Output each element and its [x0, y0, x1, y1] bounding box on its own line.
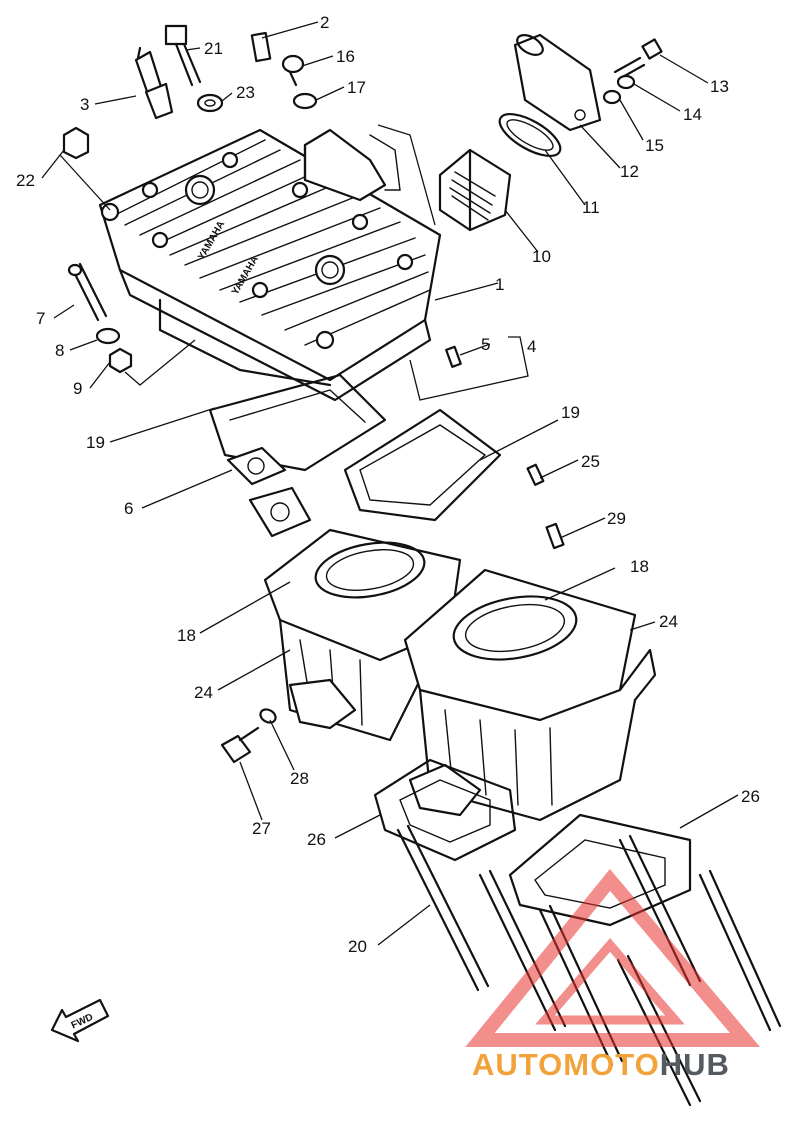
- callout-9: 9: [73, 379, 82, 398]
- callout-24-left: 24: [194, 683, 213, 702]
- callout-11: 11: [582, 198, 600, 217]
- head-gasket-right: [343, 408, 502, 522]
- stud-7: [67, 262, 108, 322]
- washer-17: [292, 92, 318, 110]
- watermark-triangle: [465, 869, 761, 1047]
- head-gasket-left: [208, 373, 387, 472]
- callout-19-left: 19: [86, 433, 105, 452]
- callout-10: 10: [532, 247, 551, 266]
- fwd-arrow: FWD: [50, 998, 110, 1043]
- watermark-text-primary: AUTOMOTO: [472, 1047, 660, 1082]
- watermark-text-secondary: HUB: [660, 1047, 730, 1082]
- washer-23: [196, 93, 224, 113]
- callout-13: 13: [710, 77, 729, 96]
- callout-3: 3: [80, 95, 89, 114]
- callout-6: 6: [124, 499, 133, 518]
- callout-17: 17: [347, 78, 366, 97]
- callout-5: 5: [481, 335, 490, 354]
- base-gasket-right: [508, 813, 692, 927]
- callout-26-right: 26: [741, 787, 760, 806]
- base-gasket-left: [373, 758, 517, 862]
- callout-29: 29: [607, 509, 626, 528]
- callout-21: 21: [204, 39, 223, 58]
- thermostat-gasket: [498, 113, 562, 157]
- callout-15: 15: [645, 136, 664, 155]
- washer-28: [259, 708, 277, 724]
- nut-9: [108, 347, 133, 374]
- callout-28: 28: [290, 769, 309, 788]
- callout-1: 1: [495, 275, 504, 294]
- watermark-text: AUTOMOTOHUB: [472, 1047, 730, 1082]
- washer-15: [602, 89, 622, 105]
- callout-24-right: 24: [659, 612, 678, 631]
- callout-labels: 1 2 3 4 5 6 7 8 9 10 11 12 13 14 15 16 1…: [16, 13, 760, 956]
- cylinder-left: [263, 528, 462, 742]
- callout-25: 25: [581, 452, 600, 471]
- callout-7: 7: [36, 309, 45, 328]
- dowel-pin-5: [445, 345, 462, 368]
- callout-2: 2: [320, 13, 329, 32]
- callout-18-right: 18: [630, 557, 649, 576]
- gasket-6: [226, 446, 312, 538]
- bleed-bolt-29: [545, 522, 565, 550]
- callout-12: 12: [620, 162, 639, 181]
- leader-lines: [41, 21, 739, 946]
- callout-27: 27: [252, 819, 271, 838]
- thermostat-cover: [513, 33, 602, 132]
- callout-4: 4: [527, 337, 536, 356]
- water-outlet-joint: [303, 128, 401, 202]
- watermark-triangle-inner: [535, 938, 685, 1025]
- callout-18-left: 18: [177, 626, 196, 645]
- nut-22: [62, 126, 90, 160]
- dowel-pin-25: [526, 463, 545, 486]
- callout-14: 14: [683, 105, 702, 124]
- watermark: AUTOMOTOHUB: [465, 869, 761, 1082]
- spark-plug: [134, 46, 174, 120]
- callout-22: 22: [16, 171, 35, 190]
- callout-26-left: 26: [307, 830, 326, 849]
- callout-20: 20: [348, 937, 367, 956]
- cylinder-right: [403, 568, 657, 822]
- cylinder-head: YAMAHA YAMAHA: [98, 128, 442, 402]
- washer-8: [95, 327, 121, 345]
- callout-8: 8: [55, 341, 64, 360]
- callout-23: 23: [236, 83, 255, 102]
- bolt-13: [613, 38, 663, 81]
- callout-19-right: 19: [561, 403, 580, 422]
- callout-16: 16: [336, 47, 355, 66]
- sensor-2: [250, 31, 272, 63]
- washer-14: [616, 74, 636, 90]
- bolt-16: [281, 54, 305, 87]
- drain-bolt-27: [220, 726, 260, 764]
- thermostat: [438, 148, 512, 232]
- bolt-21: [164, 24, 202, 87]
